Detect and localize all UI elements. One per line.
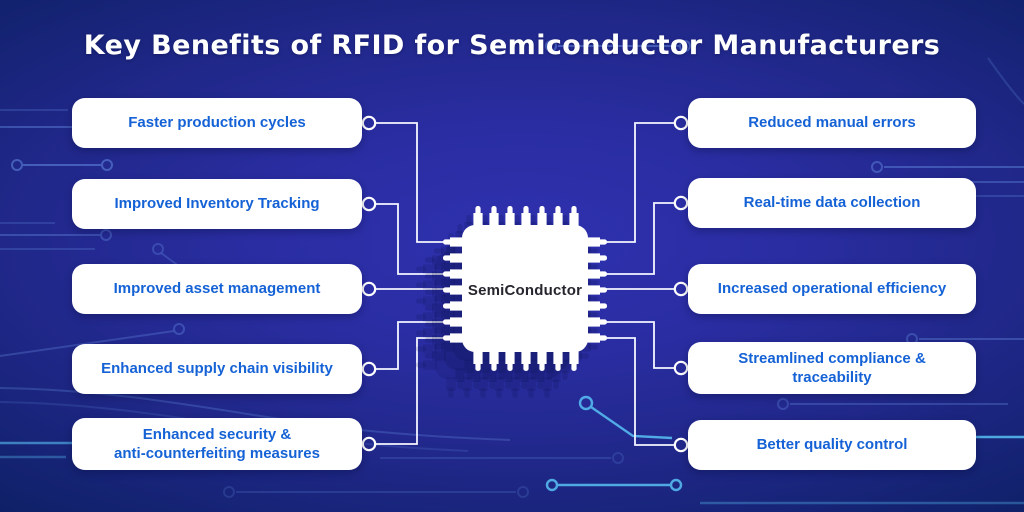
connector-left-1: [376, 122, 452, 243]
benefit-label: Increased operational efficiency: [717, 280, 947, 298]
benefit-box-reduced-manual-errors: Reduced manual errors: [688, 98, 976, 148]
connector-right-4: [598, 321, 674, 369]
connector-nodes: [361, 115, 689, 453]
benefit-box-enhanced-supply-chain-visibility: Enhanced supply chain visibility: [72, 344, 362, 394]
benefit-box-better-quality-control: Better quality control: [688, 420, 976, 470]
benefit-label: Streamlined compliance & traceability: [738, 349, 926, 386]
benefit-box-improved-asset-management: Improved asset management: [72, 264, 362, 314]
benefit-label: Real-time data collection: [743, 194, 921, 212]
benefit-box-streamlined-compliance: Streamlined compliance & traceability: [688, 342, 976, 394]
benefit-label: Faster production cycles: [128, 114, 306, 132]
benefit-box-enhanced-security: Enhanced security & anti-counterfeiting …: [72, 418, 362, 470]
circuit-traces: [0, 40, 1024, 498]
benefit-label: Enhanced supply chain visibility: [101, 360, 333, 378]
infographic-title: Key Benefits of RFID for Semiconductor M…: [83, 30, 941, 61]
benefit-box-faster-production-cycles: Faster production cycles: [72, 98, 362, 148]
benefit-label: Reduced manual errors: [748, 114, 916, 132]
benefit-box-improved-inventory-tracking: Improved Inventory Tracking: [72, 179, 362, 229]
benefit-label: Improved Inventory Tracking: [114, 195, 320, 213]
circuit-traces-bright: [0, 395, 1024, 505]
connector-right-1: [598, 122, 674, 243]
benefit-box-real-time-data-collection: Real-time data collection: [688, 178, 976, 228]
connector-right-5: [598, 337, 674, 446]
benefit-label: Enhanced security & anti-counterfeiting …: [114, 425, 320, 462]
chip-label: SemiConductor: [468, 282, 582, 299]
benefit-label: Better quality control: [756, 436, 908, 454]
benefit-label: Improved asset management: [113, 280, 321, 298]
connector-left-4: [376, 321, 452, 370]
connector-left-2: [376, 203, 452, 275]
benefit-box-increased-operational-efficiency: Increased operational efficiency: [688, 264, 976, 314]
connector-lines: [376, 122, 674, 446]
connector-right-2: [598, 202, 674, 275]
